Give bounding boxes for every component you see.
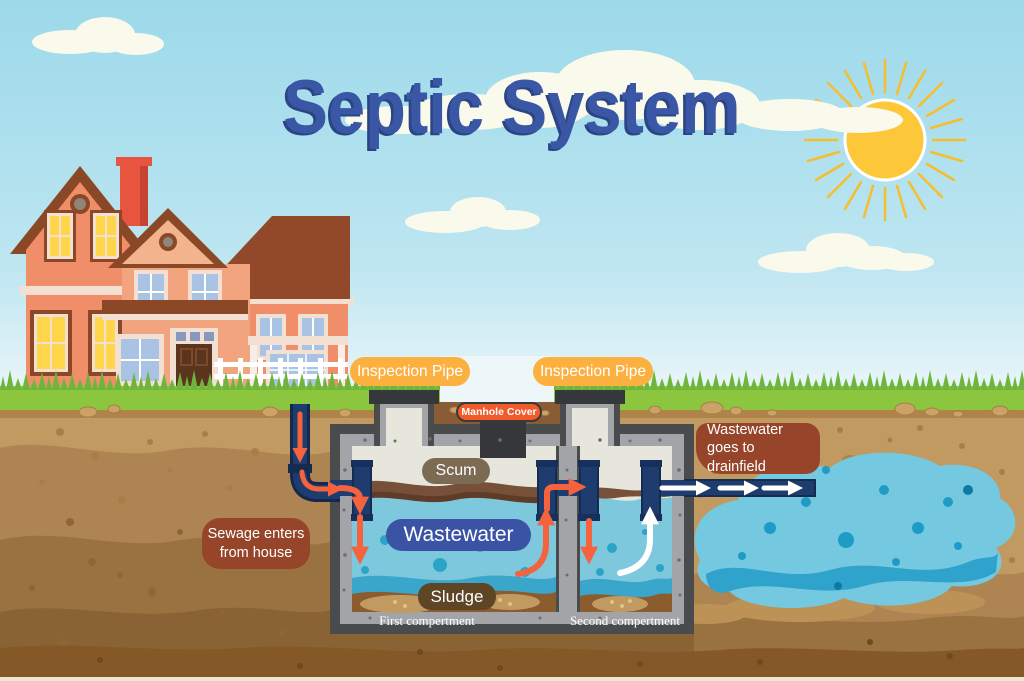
label-first-compartment: First compertment <box>379 613 475 628</box>
label-sewage-inlet: Sewage enters from house <box>202 518 310 569</box>
tee-pipe <box>578 460 600 521</box>
label-manhole-cover: Manhole Cover <box>456 402 542 422</box>
label-scum: Scum <box>422 458 490 484</box>
outlet-pipe <box>684 479 816 497</box>
label-drainfield-outlet: Wastewater goes to drainfield <box>696 422 820 475</box>
diagram-title: Septic System <box>283 65 741 150</box>
label-wastewater: Wastewater <box>386 519 531 551</box>
label-inspection-pipe-left: Inspection Pipe <box>350 357 470 386</box>
effluent-flow-arrows <box>617 480 803 576</box>
clouds <box>32 17 934 273</box>
wall-speckles <box>342 437 682 620</box>
label-sludge: Sludge <box>418 583 496 610</box>
tee-pipe <box>640 460 662 521</box>
sewage-flow-arrows <box>292 411 598 577</box>
inspection-riser-left <box>369 390 439 446</box>
inspection-riser-right <box>555 390 625 446</box>
septic-tank <box>330 390 694 634</box>
label-inspection-pipe-right: Inspection Pipe <box>533 357 653 386</box>
label-second-compartment: Second compertment <box>569 613 681 628</box>
pebbles <box>78 401 1009 418</box>
